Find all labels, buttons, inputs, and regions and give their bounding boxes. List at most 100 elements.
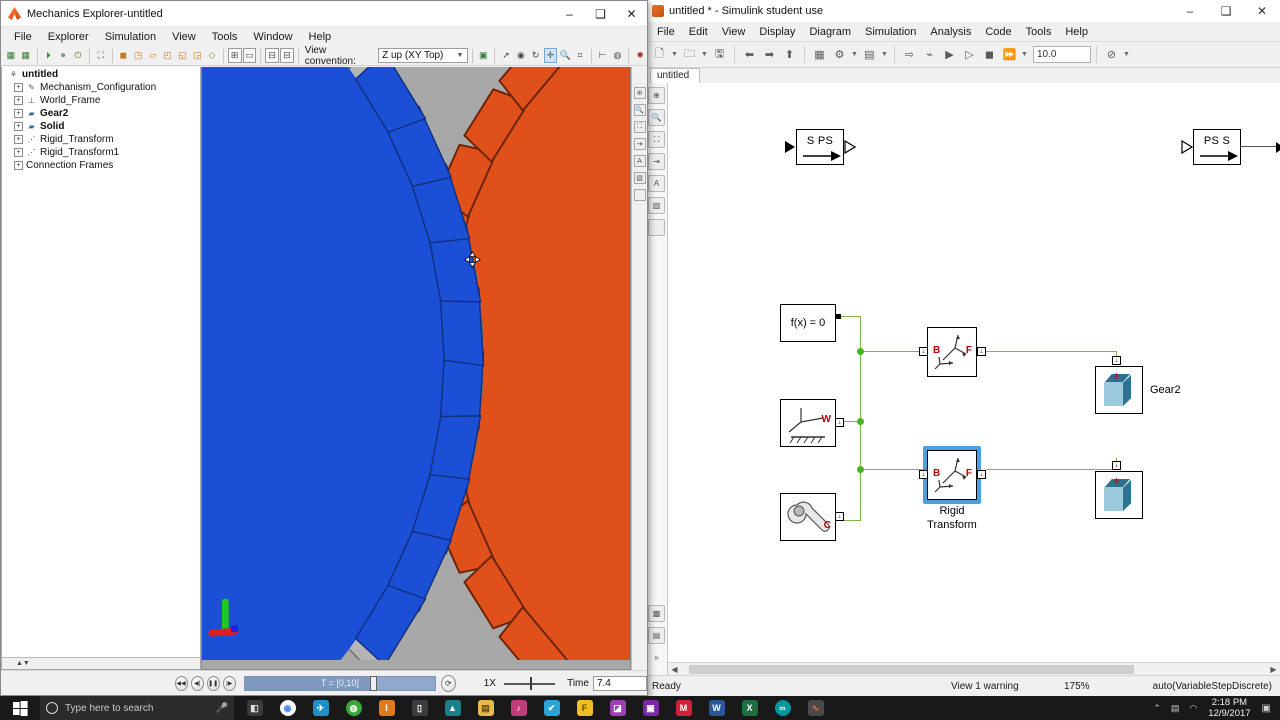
mechanism-config-output-port[interactable]: ⊥ xyxy=(835,512,844,521)
wire-solver-to-bus[interactable] xyxy=(841,316,861,318)
area-icon[interactable] xyxy=(633,189,646,201)
rigid-transform-block-1[interactable]: B F xyxy=(927,327,977,377)
zoom-icon[interactable]: 🔍 xyxy=(633,104,646,116)
tree-root-row[interactable]: ⚘ untitled xyxy=(2,68,200,80)
simulink-close-button[interactable]: ✕ xyxy=(1256,4,1268,18)
app-blue-icon[interactable]: ✈ xyxy=(304,696,337,720)
zoom-icon[interactable]: 🔍 xyxy=(648,109,665,126)
transform2-output-port[interactable]: ⊥ xyxy=(977,470,986,479)
scrollbar-thumb[interactable] xyxy=(689,664,1134,674)
tree-item-gear2[interactable]: + ▰ Gear2 xyxy=(2,107,200,119)
search-input[interactable]: Type here to search 🎤 xyxy=(40,696,234,720)
image-icon[interactable]: ▧ xyxy=(633,172,646,184)
expand-icon[interactable]: + xyxy=(14,160,23,170)
mechanics-explorer-close-button[interactable]: ✕ xyxy=(626,7,637,21)
fit-to-view-icon[interactable]: ⛶ xyxy=(97,50,104,60)
record-icon[interactable]: ⏻ xyxy=(74,50,82,60)
solid-block-gear2[interactable]: ✛ xyxy=(1095,366,1143,414)
splitter-handle-icon[interactable]: ▲▼ xyxy=(16,660,30,667)
shaded-view-icon[interactable]: ◰ xyxy=(163,50,172,60)
area-icon[interactable] xyxy=(648,219,665,236)
model-advisor-caret-icon[interactable]: ▼ xyxy=(1123,51,1130,58)
gear2-input-port[interactable]: ⊥ xyxy=(1112,356,1121,365)
library-browser-icon[interactable]: ▦ xyxy=(814,49,825,61)
simulation-stop-time-input[interactable]: 10.0 xyxy=(1033,46,1091,63)
save-robot-icon[interactable]: ▦ xyxy=(6,50,16,60)
s-ps-output-port-icon[interactable] xyxy=(844,140,856,154)
legend-icon[interactable]: ▤ xyxy=(648,627,665,644)
split-horizontal-icon[interactable]: ⊞ xyxy=(227,48,242,63)
open-folder-caret-icon[interactable]: ▼ xyxy=(701,51,708,58)
expand-icon[interactable]: + xyxy=(14,95,23,105)
tab-untitled[interactable]: untitled xyxy=(650,68,701,83)
simulink-menu-analysis[interactable]: Analysis xyxy=(930,25,972,38)
chrome-icon[interactable]: ◉ xyxy=(271,696,304,720)
task-view-icon[interactable]: ◧ xyxy=(238,696,271,720)
zoom-icon[interactable]: 🔍 xyxy=(559,50,571,60)
fast-restart-icon[interactable]: ⏩ xyxy=(1002,49,1017,61)
wireframe-icon[interactable]: ▱ xyxy=(149,50,157,60)
wire-ps-s-to-scope[interactable] xyxy=(1241,146,1279,148)
mechanics-explorer-maximize-button[interactable]: ❑ xyxy=(595,7,606,21)
step-back-button[interactable]: ◀| xyxy=(190,675,204,691)
model-explorer-icon[interactable]: ▤ xyxy=(864,49,875,61)
app-phone-icon[interactable]: ▯ xyxy=(403,696,436,720)
status-solver[interactable]: auto(VariableStepDiscrete) xyxy=(1152,680,1272,692)
globe-icon[interactable]: ◍ xyxy=(613,50,622,60)
zoom-window-icon[interactable]: ⌗ xyxy=(577,50,583,60)
transform1-input-port[interactable]: ⊥ xyxy=(919,347,928,356)
simulink-horizontal-scrollbar[interactable]: ◀ ▶ xyxy=(668,662,1280,675)
word-icon[interactable]: W xyxy=(700,696,733,720)
app-check-icon[interactable]: ✔ xyxy=(535,696,568,720)
scroll-left-arrow-icon[interactable]: ◀ xyxy=(671,664,678,674)
simulink-maximize-button[interactable]: ❑ xyxy=(1220,4,1232,18)
loop-button[interactable]: ⟳ xyxy=(440,674,456,692)
frame-view-icon[interactable]: ◇ xyxy=(208,50,216,60)
camera-icon[interactable]: ▣ xyxy=(479,50,488,60)
solver-configuration-block[interactable]: f(x) = 0 xyxy=(780,304,836,342)
app-m-icon[interactable]: M xyxy=(667,696,700,720)
windows-start-icon[interactable] xyxy=(0,696,40,720)
mechanism-configuration-block[interactable]: C xyxy=(780,493,836,541)
pan-icon[interactable]: ✛ xyxy=(543,48,558,63)
solver-config-output-port[interactable] xyxy=(836,314,841,319)
simulink-menu-diagram[interactable]: Diagram xyxy=(809,25,852,38)
tree-item-rigid-transform[interactable]: + ⋰ Rigid_Transform xyxy=(2,133,200,145)
tree-panel-splitter[interactable]: ▲▼ xyxy=(2,657,200,669)
me-menu-tools[interactable]: Tools xyxy=(211,30,238,43)
arduino-icon[interactable]: ∞ xyxy=(766,696,799,720)
me-menu-window[interactable]: Window xyxy=(253,30,293,43)
split-right-icon[interactable]: ⊟ xyxy=(265,48,280,63)
step-forward-icon[interactable]: ▷ xyxy=(965,49,974,61)
run-icon[interactable]: ▶ xyxy=(945,49,954,61)
viewport-3d[interactable] xyxy=(201,67,631,670)
forward-arrow-icon[interactable]: ➡ xyxy=(764,49,775,61)
new-model-icon[interactable]: 🗋 xyxy=(655,48,664,60)
new-model-caret-icon[interactable]: ▼ xyxy=(671,51,678,58)
s-ps-input-port-icon[interactable] xyxy=(784,140,796,154)
time-input[interactable]: 7.4 xyxy=(592,675,647,691)
build-icon[interactable]: ⌁ xyxy=(926,49,933,61)
viewmarker-icon[interactable]: ▩ xyxy=(648,605,665,622)
simulink-menu-code[interactable]: Code xyxy=(985,25,1012,38)
wire-transform1-to-gear2[interactable] xyxy=(986,351,1117,353)
image-icon[interactable]: ▧ xyxy=(648,197,665,214)
tray-chevron-icon[interactable]: ⌃ xyxy=(1153,702,1161,713)
transform2-input-port[interactable]: ⊥ xyxy=(919,470,928,479)
app-teal-icon[interactable]: ▲ xyxy=(436,696,469,720)
tree-item-world-frame[interactable]: + ⊥ World_Frame xyxy=(2,94,200,106)
view-convention-select[interactable]: Z up (XY Top) ▼ xyxy=(378,48,468,63)
matlab-icon[interactable]: ∿ xyxy=(799,696,832,720)
app-violet-icon[interactable]: ▣ xyxy=(634,696,667,720)
me-menu-help[interactable]: Help xyxy=(308,30,332,43)
scroll-right-arrow-icon[interactable]: ▶ xyxy=(1270,664,1277,674)
model-advisor-icon[interactable]: ⊘ xyxy=(1106,49,1117,61)
wire-mechconfig-to-bus[interactable] xyxy=(844,520,861,522)
sliders-icon[interactable]: ⇥ xyxy=(648,153,665,170)
tray-network-icon[interactable]: ▤ xyxy=(1170,702,1180,713)
tray-wifi-icon[interactable]: ◠ xyxy=(1189,702,1198,713)
wire-bus-to-transform1[interactable] xyxy=(860,351,924,353)
expand-icon[interactable]: + xyxy=(14,108,23,118)
app-pink-icon[interactable]: ♪ xyxy=(502,696,535,720)
simulink-menu-display[interactable]: Display xyxy=(759,25,796,38)
